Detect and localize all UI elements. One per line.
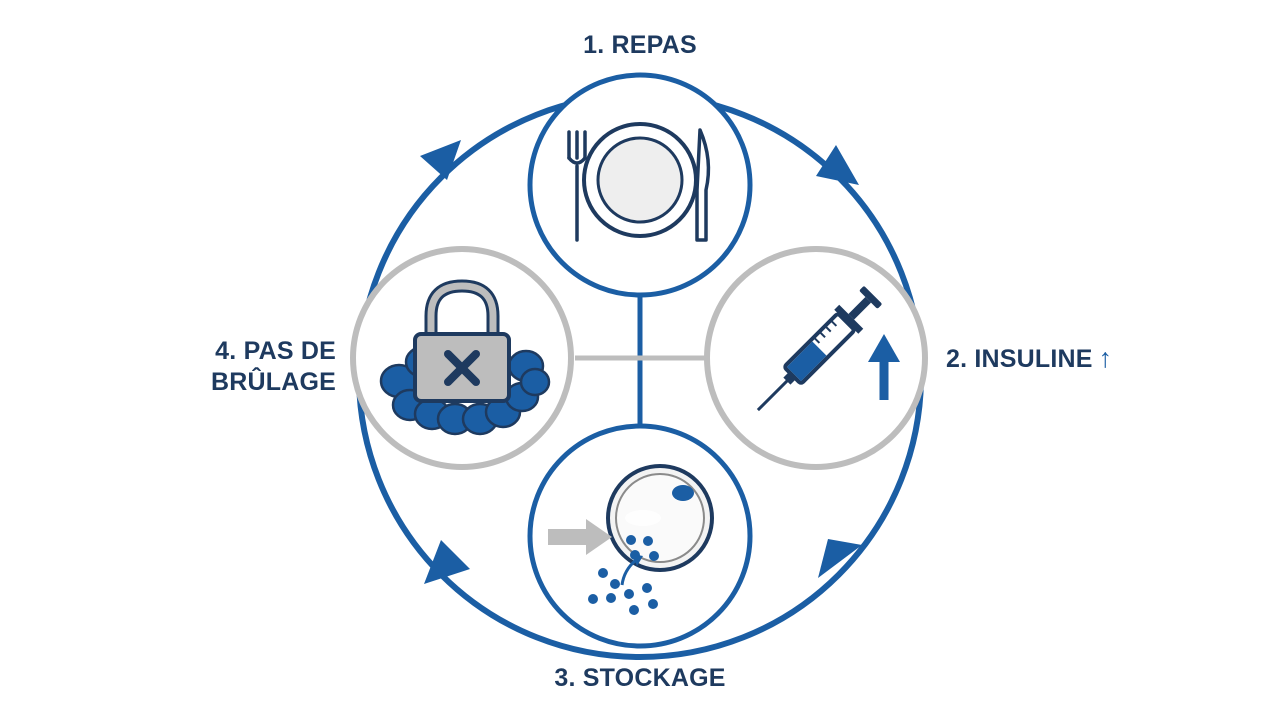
step-label-text: 2. INSULINE (946, 345, 1093, 373)
node-stockage (527, 423, 753, 649)
step-label-text: 4. PAS DE (215, 337, 336, 365)
step-label-insuline: 2. INSULINE↑ (946, 343, 1112, 375)
node-brulage (350, 246, 574, 470)
step-label-text: 1. REPAS (583, 31, 697, 59)
syringe-up-arrow-icon (756, 286, 900, 412)
cycle-arrow-icon (424, 540, 470, 584)
plate-fork-knife-icon (567, 122, 711, 242)
up-arrow-icon: ↑ (1098, 343, 1113, 373)
step-label-repas: 1. REPAS (540, 30, 740, 61)
step-label-text: 3. STOCKAGE (554, 664, 726, 692)
cycle-arrow-icon (420, 140, 461, 180)
node-insuline (704, 246, 928, 470)
step-label-stockage: 3. STOCKAGE (520, 663, 760, 694)
node-repas (527, 72, 753, 298)
locked-fat-icon (379, 279, 551, 436)
fat-cell-storage-icon (548, 464, 714, 615)
step-label-brulage: 4. PAS DE BRÛLAGE (176, 336, 336, 398)
step-label-text: BRÛLAGE (210, 368, 336, 396)
cycle-arrow-icon (816, 145, 859, 185)
cycle-arrow-icon (818, 539, 862, 578)
